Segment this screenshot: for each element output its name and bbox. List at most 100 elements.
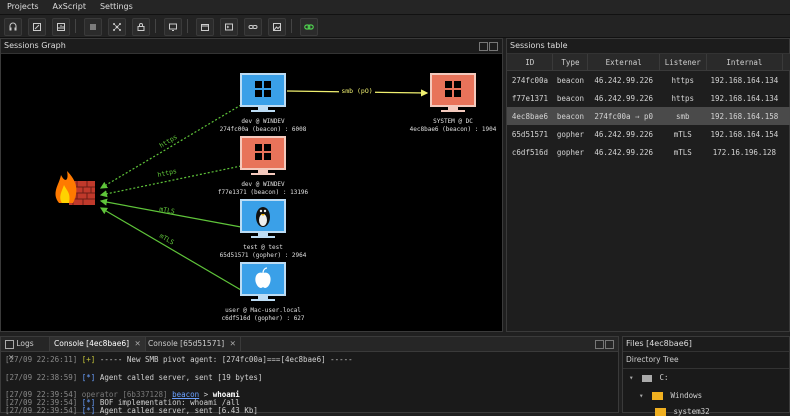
- toolbar-divider: [155, 19, 156, 33]
- close-icon[interactable]: ✕: [134, 339, 141, 348]
- cell-listener: mTLS: [673, 147, 692, 157]
- firewall-icon[interactable]: [55, 171, 95, 205]
- divider: [623, 368, 789, 369]
- column-header-type[interactable]: Type: [552, 54, 589, 71]
- files-panel: Files [4ec8bae6] Directory Tree ▾ C: ▾ W…: [622, 336, 790, 416]
- sessions-table-panel: Sessions table ID Type External Listener…: [506, 38, 790, 332]
- node-test-65d51571[interactable]: test @ test 65d51571 (gopher) : 2964: [220, 199, 307, 259]
- tab-console-4ec8bae6[interactable]: Console [4ec8bae6] ✕: [50, 337, 146, 351]
- cell-internal: 192.168.164.158: [706, 107, 783, 125]
- tab-label: Console [65d51571]: [148, 339, 225, 348]
- chain-icon[interactable]: [300, 18, 318, 36]
- restore-icon[interactable]: [605, 340, 614, 349]
- table-row[interactable]: 65d51571 gopher 46.242.99.226 mTLS 192.1…: [507, 125, 790, 143]
- edge-label-smb: smb (pO): [341, 87, 372, 95]
- tree-item-folder[interactable]: ▾ Windows: [639, 391, 703, 400]
- float-icon[interactable]: [479, 42, 488, 51]
- directory-tree-label: Directory Tree: [626, 355, 679, 364]
- headphones-icon[interactable]: [4, 18, 22, 36]
- expand-arrow-icon[interactable]: ▾: [639, 391, 644, 400]
- cell-domain: D: [782, 107, 790, 125]
- cell-internal: 192.168.164.154: [710, 129, 779, 139]
- tab-console-65d51571[interactable]: Console [65d51571] ✕: [144, 337, 241, 351]
- edge-https-dev2: https: [99, 165, 242, 198]
- tab-label: Console [4ec8bae6]: [54, 339, 130, 348]
- cell-id: 65d51571: [511, 129, 549, 139]
- cell-domain: D: [783, 89, 790, 107]
- node-mac-user-c6df516d[interactable]: user @ Mac-user.local c6df516d (gopher) …: [221, 262, 305, 322]
- cell-type: gopher: [556, 129, 584, 139]
- edit-icon[interactable]: [28, 18, 46, 36]
- node-label: user @ Mac-user.local: [225, 307, 301, 314]
- log-command-line: [27/09 22:39:54] operator [6b337128] bea…: [5, 390, 240, 399]
- chart-icon[interactable]: [52, 18, 70, 36]
- column-header-external[interactable]: External: [587, 54, 660, 71]
- tree-item-folder[interactable]: system32: [655, 407, 710, 416]
- windows-logo-icon: [255, 81, 271, 97]
- link-icon[interactable]: [244, 18, 262, 36]
- windows-logo-icon: [445, 81, 461, 97]
- tab-logs[interactable]: Logs ✕: [1, 337, 50, 362]
- node-dev-windev-f77e1371[interactable]: dev @ WINDEV f77e1371 (beacon) : 13196: [218, 136, 309, 196]
- windows-logo-icon: [255, 144, 271, 160]
- column-header-domain[interactable]: D: [782, 54, 790, 71]
- table-row[interactable]: f77e1371 beacon 46.242.99.226 https 192.…: [507, 89, 790, 107]
- menu-axscript[interactable]: AxScript: [52, 2, 86, 11]
- graph-canvas[interactable]: https https mTLS mTLS smb (pO): [1, 53, 502, 331]
- cell-listener: mTLS: [673, 129, 692, 139]
- node-sublabel: 4ec8bae6 (beacon) : 1904: [410, 126, 497, 133]
- cell-id: c6df516d: [511, 147, 549, 157]
- close-icon[interactable]: ✕: [229, 339, 236, 348]
- cell-type: beacon: [556, 93, 584, 103]
- close-icon[interactable]: ✕: [8, 353, 15, 362]
- edge-label-mtls: mTLS: [158, 232, 176, 247]
- node-system-dc-4ec8bae6[interactable]: SYSTEM @ DC 4ec8bae6 (beacon) : 1904: [410, 73, 497, 133]
- cell-id: f77e1371: [511, 93, 549, 103]
- column-header-listener[interactable]: Listener: [659, 54, 707, 71]
- float-icon[interactable]: [595, 340, 604, 349]
- box-icon[interactable]: [196, 18, 214, 36]
- tree-item-drive[interactable]: ▾ C:: [629, 373, 669, 382]
- image-icon[interactable]: [268, 18, 286, 36]
- menu-settings[interactable]: Settings: [99, 2, 133, 11]
- log-line: [27/09 22:38:59] [*] Agent called server…: [5, 373, 263, 382]
- list-icon[interactable]: [84, 18, 102, 36]
- table-row-selected[interactable]: 4ec8bae6 beacon 274fc00a ⇒ p0 smb 192.16…: [507, 107, 790, 125]
- node-sublabel: 65d51571 (gopher) : 2964: [220, 252, 307, 259]
- graph-icon[interactable]: [108, 18, 126, 36]
- terminal-icon[interactable]: [220, 18, 238, 36]
- cell-external: 46.242.99.226: [594, 75, 654, 85]
- edge-label-mtls: mTLS: [159, 205, 176, 216]
- edge-mtls-mac: mTLS: [99, 207, 242, 291]
- edge-smb: smb (pO): [286, 85, 429, 97]
- node-dev-windev-274fc00a[interactable]: dev @ WINDEV 274fc00a (beacon) : 6008: [220, 73, 307, 133]
- folder-icon: [655, 408, 666, 416]
- expand-arrow-icon[interactable]: ▾: [629, 373, 634, 382]
- toolbar-divider: [291, 19, 292, 33]
- column-header-id[interactable]: ID: [507, 54, 554, 71]
- node-sublabel: f77e1371 (beacon) : 13196: [218, 189, 309, 196]
- agent-link[interactable]: beacon: [172, 390, 200, 399]
- console-panel: Logs ✕ Console [4ec8bae6] ✕ Console [65d…: [0, 336, 619, 415]
- lock-file-icon[interactable]: [132, 18, 150, 36]
- console-tab-bar: Logs ✕ Console [4ec8bae6] ✕ Console [65d…: [1, 337, 618, 362]
- panel-title: Sessions table: [507, 39, 789, 54]
- cell-type: gopher: [556, 147, 584, 157]
- monitor-icon[interactable]: [164, 18, 182, 36]
- sessions-graph-panel: Sessions Graph https https mTLS mTLS smb…: [0, 38, 503, 332]
- menu-projects[interactable]: Projects: [7, 2, 39, 11]
- restore-icon[interactable]: [489, 42, 498, 51]
- cell-external: 274fc00a ⇒ p0: [587, 107, 660, 125]
- table-row[interactable]: 274fc00a beacon 46.242.99.226 https 192.…: [507, 71, 790, 90]
- cell-type: beacon: [556, 75, 584, 85]
- drive-icon: [642, 374, 653, 382]
- panel-title: Files [4ec8bae6]: [623, 337, 789, 352]
- table-row[interactable]: c6df516d gopher 46.242.99.226 mTLS 172.1…: [507, 143, 790, 161]
- cell-domain: D: [783, 71, 790, 90]
- node-label: test @ test: [243, 244, 283, 251]
- cell-listener: smb: [659, 107, 707, 125]
- log-line: [27/09 22:39:54] [*] BOF implementation:…: [5, 398, 240, 407]
- tab-label: Logs: [16, 339, 34, 348]
- sessions-table: ID Type External Listener Internal D 274…: [507, 54, 790, 161]
- column-header-internal[interactable]: Internal: [706, 54, 784, 71]
